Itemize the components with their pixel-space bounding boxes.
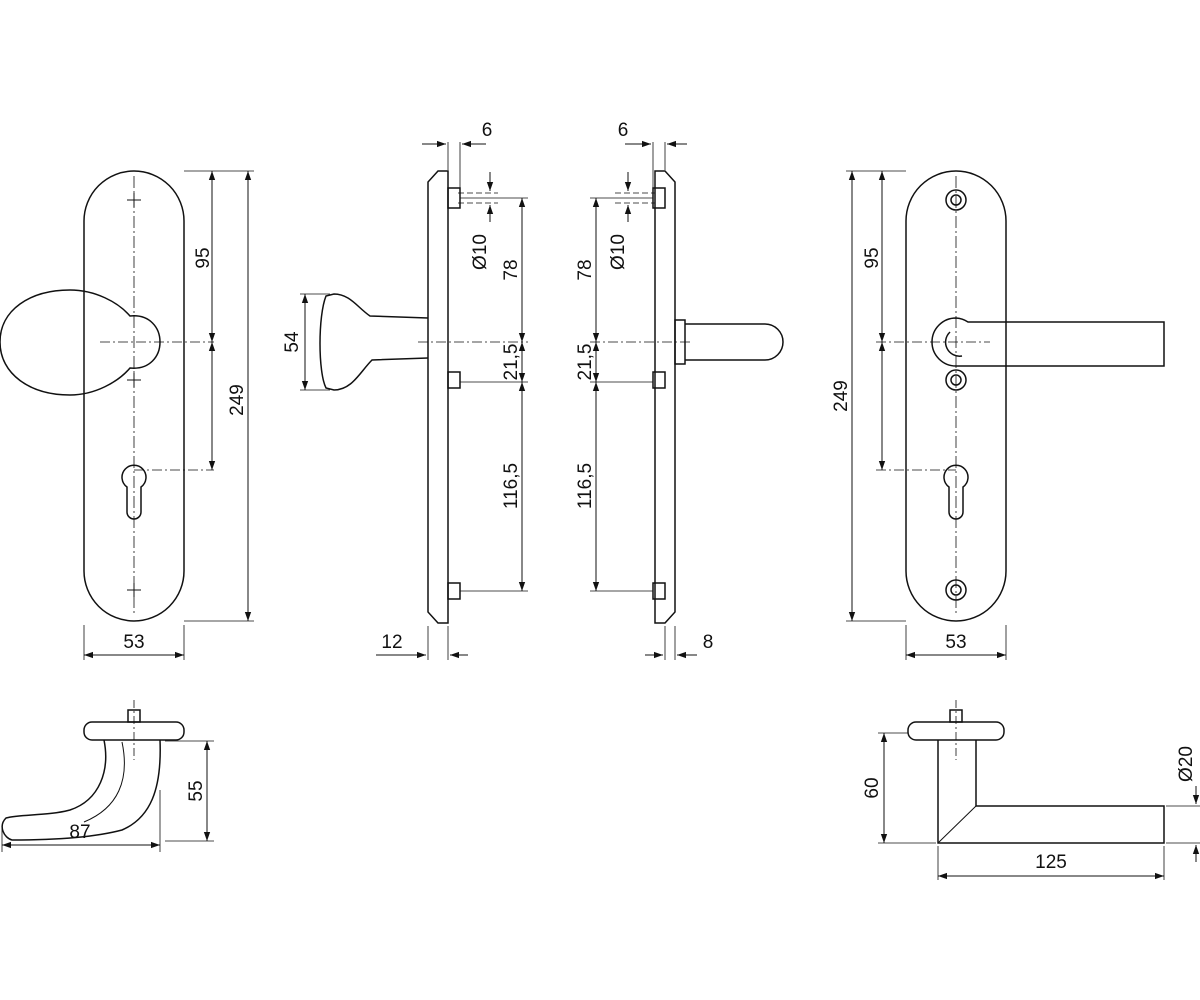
label-53-left: 53 — [123, 632, 144, 653]
keyhole-cutout — [121, 464, 147, 520]
label-6-right: 6 — [618, 120, 629, 141]
knob-backplate-outline — [83, 170, 185, 622]
lever-backplate-outline — [905, 170, 1007, 622]
label-21-5-left: 21,5 — [501, 344, 522, 381]
label-53-right: 53 — [945, 632, 966, 653]
knob-side-profile — [319, 293, 429, 391]
label-78-right: 78 — [575, 259, 596, 280]
knob-outline — [0, 289, 161, 396]
label-6-left: 6 — [482, 120, 493, 141]
lever-side-view — [590, 140, 784, 660]
straight-lever-outline — [937, 740, 1165, 844]
plate-side-profile-right — [654, 170, 676, 624]
label-8: 8 — [703, 632, 714, 653]
lever-rod-side — [685, 323, 784, 361]
label-116-5-right: 116,5 — [575, 463, 596, 509]
keyhole-cutout-right — [943, 464, 969, 520]
screw-top — [945, 189, 967, 211]
label-87: 87 — [69, 822, 90, 843]
knob-rosette-side — [447, 187, 461, 209]
label-60: 60 — [862, 777, 883, 798]
label-d20: Ø20 — [1176, 746, 1197, 782]
curved-lever-outline — [1, 739, 161, 841]
label-249-left: 249 — [227, 384, 248, 416]
label-95-right: 95 — [862, 247, 883, 268]
label-249-right: 249 — [831, 380, 852, 412]
lever-plate-front-view — [846, 170, 1165, 660]
knob-side-view — [300, 140, 528, 660]
label-95-left: 95 — [193, 247, 214, 268]
label-125: 125 — [1035, 852, 1067, 873]
curved-lever-top-view — [1, 700, 214, 852]
label-78-left: 78 — [501, 259, 522, 280]
label-21-5-right: 21,5 — [575, 344, 596, 381]
knob-plate-front-view — [0, 170, 254, 660]
label-d10-left: Ø10 — [470, 234, 491, 270]
label-54: 54 — [282, 331, 303, 353]
plate-side-profile — [427, 170, 449, 624]
label-116-5-left: 116,5 — [501, 463, 522, 509]
label-d10-right: Ø10 — [608, 234, 629, 270]
label-12: 12 — [381, 632, 402, 653]
label-55: 55 — [186, 780, 207, 801]
dimension-labels: 95 249 53 6 Ø10 78 21,5 116,5 54 12 6 Ø1… — [69, 120, 1197, 873]
straight-lever-top-view — [878, 700, 1200, 880]
lever-handle-front — [931, 317, 1165, 367]
